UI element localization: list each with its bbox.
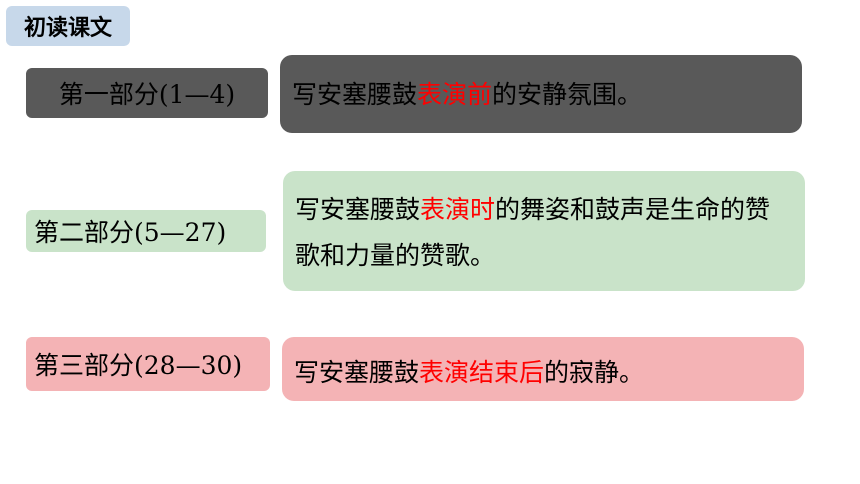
- part-two-description: 写安塞腰鼓表演时的舞姿和鼓声是生命的赞歌和力量的赞歌。: [283, 171, 805, 291]
- part-one-label: 第一部分(1—4): [26, 68, 268, 118]
- part-three-description: 写安塞腰鼓表演结束后的寂静。: [282, 337, 804, 401]
- desc-highlight: 表演结束后: [419, 358, 545, 387]
- desc-text: 的舞姿和鼓声是生命的赞歌和力量的赞歌。: [295, 195, 771, 270]
- part-two-label: 第二部分(5—27): [26, 210, 266, 252]
- desc-text: 的寂静。: [544, 358, 645, 387]
- desc-text: 的安静氛围。: [492, 80, 643, 109]
- desc-highlight: 表演前: [417, 80, 493, 109]
- section-tag: 初读课文: [6, 6, 130, 46]
- part-one-description: 写安塞腰鼓表演前的安静氛围。: [280, 55, 802, 133]
- desc-text: 写安塞腰鼓: [294, 358, 420, 387]
- part-three-label: 第三部分(28—30): [26, 337, 270, 391]
- desc-highlight: 表演时: [420, 195, 496, 224]
- desc-text: 写安塞腰鼓: [295, 195, 421, 224]
- desc-text: 写安塞腰鼓: [292, 80, 418, 109]
